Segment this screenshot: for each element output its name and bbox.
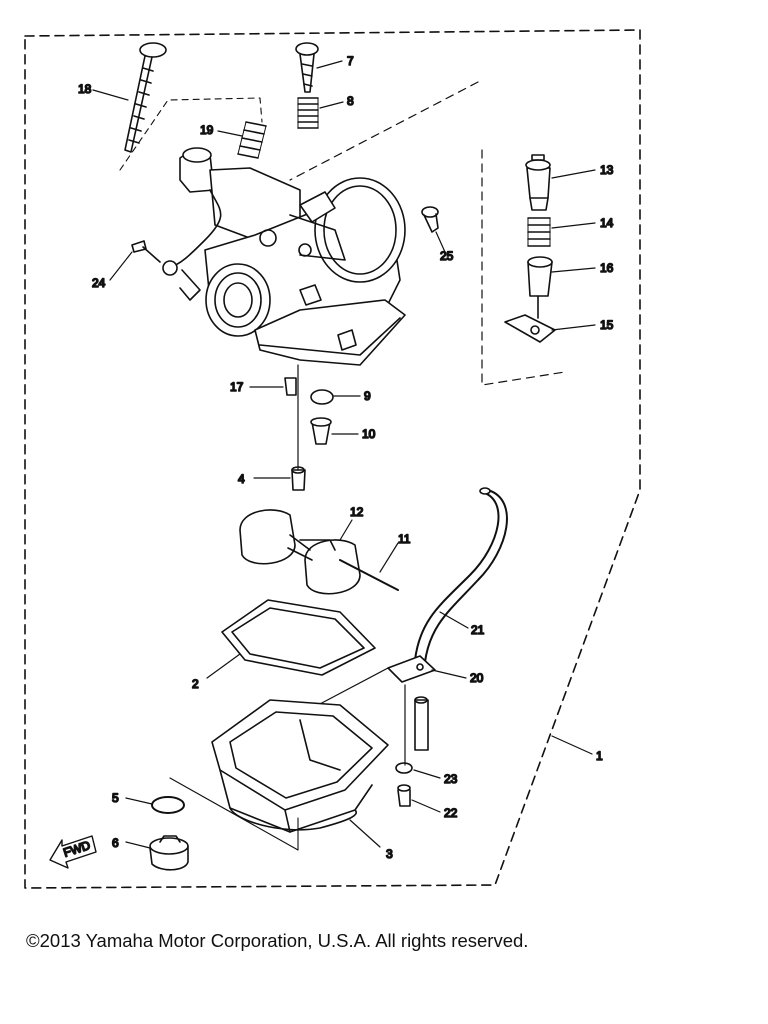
part-3-leader [349, 819, 381, 848]
part-12-leader [339, 519, 353, 541]
part-25-leader [435, 231, 446, 253]
copyright-notice: ©2013 Yamaha Motor Corporation, U.S.A. A… [26, 930, 529, 951]
callout-4: 4 [238, 472, 245, 486]
callout-22: 22 [444, 806, 458, 820]
callout-5: 5 [112, 791, 119, 805]
bowl-projection [169, 777, 299, 851]
part-21-leader [439, 611, 469, 629]
callout-8: 8 [347, 94, 354, 108]
part-14-leader [551, 222, 596, 229]
callout-20: 20 [470, 671, 484, 685]
part-13-leader [551, 169, 596, 179]
part-18-leader [92, 89, 129, 101]
callout-24: 24 [92, 276, 106, 290]
callout-19: 19 [200, 123, 214, 137]
callout-3: 3 [386, 847, 393, 861]
part-25-screw [421, 206, 439, 233]
part-7-screw [295, 42, 319, 93]
part-16-leader [551, 267, 596, 273]
part-8-spring [297, 97, 319, 129]
callout-15: 15 [600, 318, 614, 332]
part-15-leader [551, 324, 596, 331]
callout-1: 1 [596, 749, 603, 763]
callout-18: 18 [78, 82, 92, 96]
callout-16: 16 [600, 261, 614, 275]
part-5-o-ring [151, 796, 185, 814]
part-22-screw [397, 784, 411, 807]
part-17-jet [284, 377, 297, 396]
part-8-leader [319, 101, 344, 109]
part-22-leader [411, 799, 441, 813]
callout-11: 11 [398, 532, 411, 546]
part-18-19-bracket [119, 97, 263, 171]
part-15-plate [504, 314, 556, 343]
callout-7: 7 [347, 54, 354, 68]
callout-6: 6 [112, 836, 119, 850]
part-18-screw [124, 42, 167, 153]
callout-14: 14 [600, 216, 614, 230]
part-20-clip [387, 655, 436, 683]
carburetor-body [162, 147, 406, 366]
part-5-leader [125, 797, 153, 805]
callout-13: 13 [600, 163, 614, 177]
part-23-washer [395, 762, 413, 774]
part-2-leader [206, 653, 241, 679]
callout-23: 23 [444, 772, 458, 786]
part-2-gasket [221, 599, 376, 676]
part-7-leader [316, 60, 343, 69]
callout-9: 9 [364, 389, 371, 403]
part-16-valve [527, 256, 553, 319]
part-11-pin [339, 559, 399, 591]
callout-17: 17 [230, 380, 244, 394]
part-3-float-bowl [211, 699, 389, 833]
part-11-leader [379, 542, 399, 573]
callout-25: 25 [440, 249, 454, 263]
part-13-cap [525, 154, 551, 211]
part-19-spring [237, 121, 267, 159]
throttle-group-boundary [289, 81, 566, 386]
part-24-screw [131, 240, 161, 263]
part-12-float [239, 509, 361, 595]
drain-pipe [414, 696, 429, 751]
carburetor-exploded-diagram: FWD 1 2 3 4 5 6 7 8 9 10 11 12 13 14 15 … [24, 29, 641, 889]
callout-2: 2 [192, 677, 199, 691]
part-21-tube [414, 487, 508, 663]
part-14-spring [527, 217, 551, 247]
part-20-guide [317, 667, 389, 706]
callout-10: 10 [362, 427, 376, 441]
assembly-boundary [24, 29, 641, 889]
part-10-needle-valve [310, 417, 332, 445]
callout-21: 21 [471, 623, 485, 637]
part-9-washer [310, 389, 334, 405]
part-24-leader [109, 251, 133, 281]
part-20-leader [431, 669, 467, 679]
part-4-main-jet [291, 466, 306, 491]
part-19-leader [217, 130, 243, 137]
part-6-leader [125, 841, 151, 849]
fwd-arrow-icon: FWD [49, 835, 97, 869]
callout-12: 12 [350, 505, 364, 519]
part-23-leader [413, 769, 441, 779]
part-6-plug [149, 835, 189, 871]
part-1-leader [551, 735, 593, 755]
